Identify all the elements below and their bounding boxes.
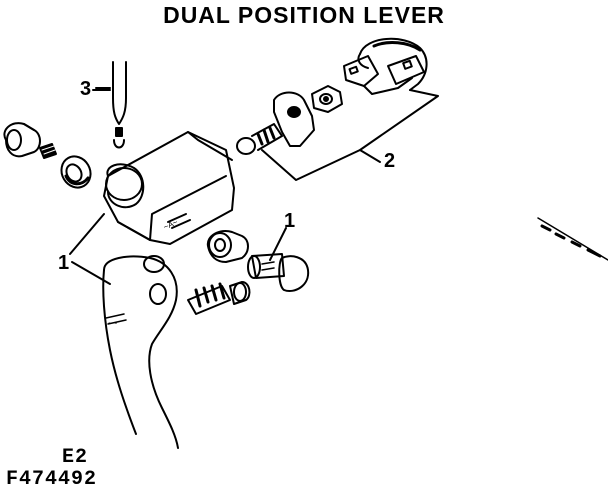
- detent-washer: [60, 155, 92, 189]
- clamp-band: [343, 37, 428, 95]
- edge-fragment-marks: [537, 217, 608, 261]
- part-3-rod: [95, 61, 127, 149]
- callout-1-upper: 1: [284, 210, 296, 232]
- lever-arm: ~~: [102, 255, 179, 449]
- section-code: E2: [62, 446, 89, 469]
- svg-text:~~: ~~: [108, 319, 118, 328]
- leader-line-1-lower: [71, 261, 111, 285]
- bracket-plate: [273, 91, 315, 147]
- knob-cap: [3, 122, 41, 158]
- svg-text:~A~: ~A~: [162, 217, 179, 231]
- bushing: [206, 230, 249, 263]
- lever-housing: ~A~: [103, 131, 235, 245]
- leader-line-1-right: [269, 227, 287, 261]
- leader-line-1-upper: [69, 213, 105, 255]
- figure-number: F474492: [6, 468, 98, 491]
- callout-1-lower: 1: [58, 252, 70, 274]
- clamp-nut: [311, 85, 343, 113]
- callout-3: 3: [80, 78, 92, 100]
- diagram-title: DUAL POSITION LEVER: [163, 2, 445, 28]
- spring: [39, 143, 57, 159]
- pin-with-knob: [247, 253, 310, 292]
- lower-bolt: [187, 281, 251, 315]
- callout-2: 2: [384, 150, 396, 172]
- clamp-bolt: [236, 123, 283, 155]
- leader-line-2: [261, 89, 439, 181]
